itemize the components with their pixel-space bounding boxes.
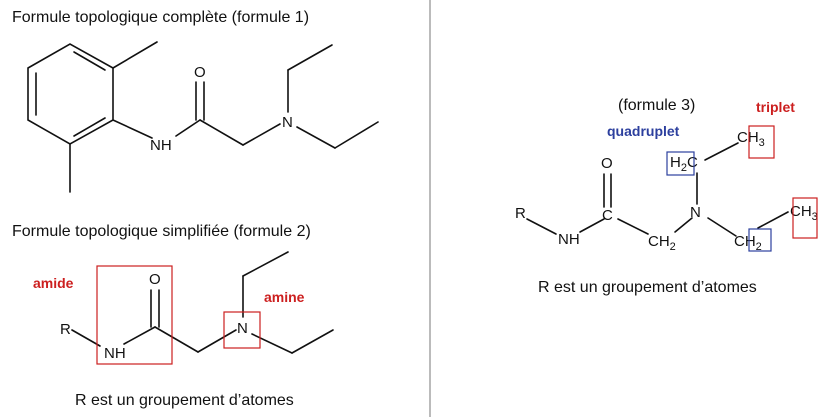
quadruplet-box-ch2 <box>748 228 772 252</box>
amide-tag: amide <box>33 275 74 291</box>
quadruplet-tag: quadruplet <box>607 123 680 139</box>
f3-ch2-middle: CH2 <box>648 233 676 253</box>
title-formule-2: Formule topologique simplifiée (formule … <box>12 223 311 240</box>
f3-nh-label: NH <box>558 231 580 248</box>
caption-left: R est un groupement d’atomes <box>75 392 294 409</box>
triplet-box-ch3-top <box>748 125 775 159</box>
f3-h2c: H2C <box>670 154 698 174</box>
triplet-tag: triplet <box>756 99 795 115</box>
f3-c-label: C <box>602 207 613 224</box>
amide-highlight-box <box>96 265 173 365</box>
title-formule-1: Formule topologique complète (formule 1) <box>12 9 309 26</box>
f3-ch3-right: CH3 <box>790 203 818 223</box>
caption-right: R est un groupement d’atomes <box>538 279 757 296</box>
f3-r-label: R <box>515 205 526 222</box>
f2-o-label: O <box>149 271 161 288</box>
triplet-box-ch3-right <box>792 197 818 239</box>
f1-o-label: O <box>194 64 206 81</box>
f3-n-label: N <box>690 204 701 221</box>
formula-1 <box>27 41 379 193</box>
f3-ch3-top: CH3 <box>737 129 765 149</box>
formula-3 <box>526 142 789 237</box>
quadruplet-box-h2c <box>666 151 695 176</box>
f1-nh-label: NH <box>150 137 172 154</box>
f3-ch2-right: CH2 <box>734 233 762 253</box>
amine-highlight-box <box>223 311 261 349</box>
f3-o-label: O <box>601 155 613 172</box>
f2-r-label: R <box>60 321 71 338</box>
formula-2 <box>71 251 334 354</box>
f2-nh-label: NH <box>104 345 126 362</box>
amine-tag: amine <box>264 289 305 305</box>
f2-n-label: N <box>237 320 248 337</box>
f1-n-label: N <box>282 114 293 131</box>
title-formule-3: (formule 3) <box>618 97 695 114</box>
